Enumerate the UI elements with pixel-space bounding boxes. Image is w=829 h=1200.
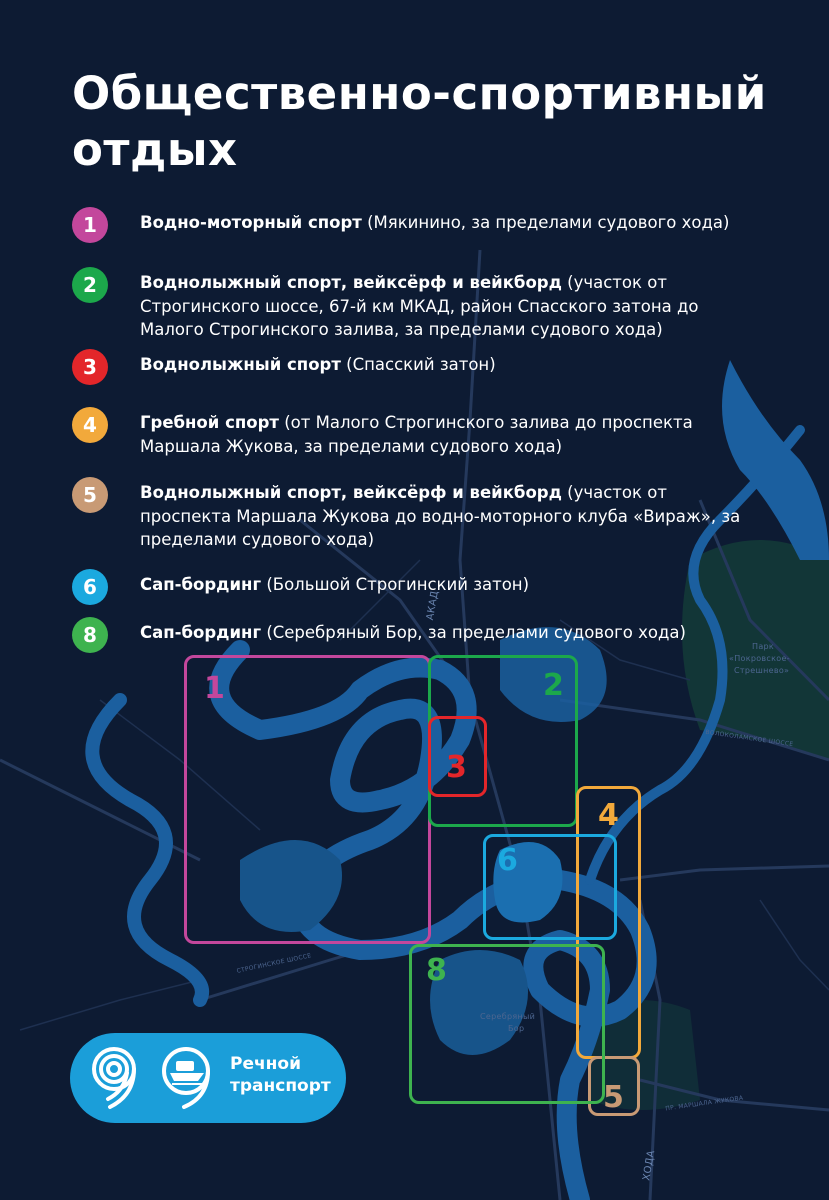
title-line-1: Общественно-спортивный [72,67,767,120]
legend-detail-3: (Спасский затон) [340,355,496,374]
boat-icon [162,1047,210,1109]
park-label-1: Парк [752,642,775,651]
legend-text-5: Воднолыжный спорт, вейксёрф и вейкборд (… [140,481,750,552]
legend-badge-1: 1 [72,207,108,243]
zone-3-box[interactable] [428,716,487,797]
legend-name-5: Воднолыжный спорт, вейксёрф и вейкборд [140,483,562,502]
zone-1-number: 1 [204,671,225,706]
legend-detail-4: (от Малого Строгинского залива до проспе… [140,413,693,456]
park-label-3: Стрешнево» [734,666,790,675]
legend-badge-4: 4 [72,407,108,443]
page-title: Общественно-спортивный отдых [72,66,792,178]
zone-8-box[interactable] [409,944,605,1104]
legend-name-4: Гребной спорт [140,413,279,432]
logo-line-2: транспорт [230,1076,331,1096]
legend-name-6: Сап-бординг [140,575,262,594]
legend-name-2: Воднолыжный спорт, вейксёрф и вейкборд [140,273,562,292]
title-line-2: отдых [72,123,238,176]
legend-detail-1: (Мякинино, за пределами судового хода) [361,213,730,232]
forest-label-2: Бор [508,1024,525,1033]
zone-3-number: 3 [446,750,467,785]
legend-badge-3: 3 [72,349,108,385]
river-transport-logo[interactable]: Речной транспорт [70,1033,346,1123]
legend-badge-5: 5 [72,477,108,513]
legend-name-1: Водно-моторный спорт [140,213,362,232]
zone-4-number: 4 [598,798,619,833]
legend-text-6: Сап-бординг (Большой Строгинский затон) [140,573,812,597]
nine-brand-icon [92,1047,136,1109]
legend-text-4: Гребной спорт (от Малого Строгинского за… [140,411,700,458]
legend-text-8: Сап-бординг (Серебряный Бор, за пределам… [140,621,812,645]
zone-2-number: 2 [543,668,564,703]
legend-name-3: Воднолыжный спорт [140,355,341,374]
zone-6-box[interactable] [483,834,617,940]
logo-text: Речной транспорт [230,1053,331,1097]
legend-detail-8: (Серебряный Бор, за пределами судового х… [261,623,686,642]
legend-detail-5: (участок от проспекта Маршала Жукова до … [140,483,741,549]
legend-badge-8: 8 [72,617,108,653]
legend-badge-6: 6 [72,569,108,605]
legend-text-1: Водно-моторный спорт (Мякинино, за преде… [140,211,812,235]
zone-6-number: 6 [497,843,518,878]
zone-8-number: 8 [426,953,447,988]
legend-text-3: Воднолыжный спорт (Спасский затон) [140,353,812,377]
zone-5-box[interactable] [588,1056,640,1116]
legend-badge-2: 2 [72,267,108,303]
legend-detail-2: (участок от Строгинского шоссе, 67-й км … [140,273,699,339]
legend-name-8: Сап-бординг [140,623,262,642]
zone-5-number: 5 [603,1080,624,1115]
logo-line-1: Речной [230,1054,301,1074]
forest-label-1: Серебряный [480,1012,536,1021]
legend-detail-6: (Большой Строгинский затон) [261,575,530,594]
park-label-2: «Покровское- [729,654,790,663]
legend-text-2: Воднолыжный спорт, вейксёрф и вейкборд (… [140,271,720,342]
